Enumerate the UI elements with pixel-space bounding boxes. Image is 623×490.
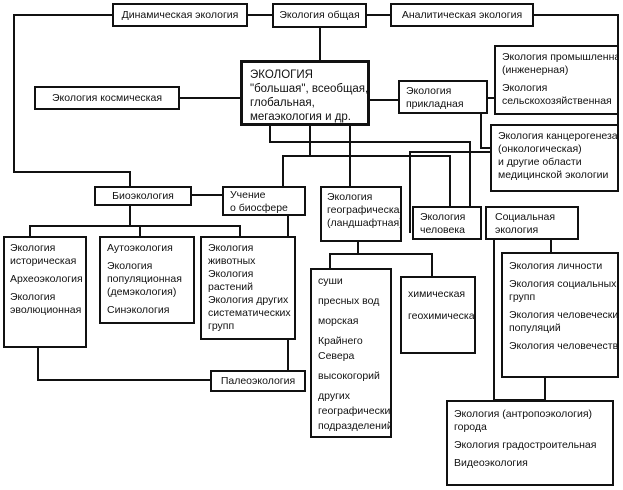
box-bioecology: Биоэкология xyxy=(94,186,192,206)
box-applied-ecology-line-1: Экология xyxy=(406,85,452,97)
land-line-5: Севера xyxy=(318,350,355,362)
land-line-2: пресных вод xyxy=(318,295,380,307)
land-line-7: других xyxy=(318,390,351,402)
land-line-8: географических xyxy=(318,405,392,417)
urban-ecology-line-2: города xyxy=(454,421,487,433)
urban-ecology-line-1: Экология (антропоэкология) xyxy=(454,408,593,420)
land-line-6: высокогорий xyxy=(318,370,380,382)
box-bioecology-label: Биоэкология xyxy=(112,189,174,202)
land-line-9: подразделений xyxy=(318,420,392,432)
chemical-label: химическая xyxy=(408,288,466,300)
urban-planning-ecology-label: Экология градостроительная xyxy=(454,439,597,451)
humanity-ecology-label: Экология человечества xyxy=(509,340,619,352)
personality-ecology-label: Экология личности xyxy=(509,260,603,272)
box-general-ecology: Экология общая xyxy=(272,3,367,28)
human-populations-line-2: популяций xyxy=(509,322,561,334)
box-paleoecology: Палеоэкология xyxy=(210,370,306,392)
cancer-ecology-line-3: и другие области xyxy=(498,156,582,168)
box-social-line-2: экология xyxy=(495,224,539,236)
human-populations-line-1: Экология человеческих xyxy=(509,309,619,321)
social-groups-line-1: Экология социальных xyxy=(509,278,617,290)
cancer-ecology-line-1: Экология канцерогенеза xyxy=(498,130,618,142)
box-general-ecology-label: Экология общая xyxy=(279,9,360,21)
industrial-ecology-line-1: Экология промышленная xyxy=(502,51,619,63)
box-human-ecology: Экология человека xyxy=(412,206,482,240)
synecology-label: Синэкология xyxy=(107,304,170,316)
box-animal-plant-groups: Экология животных Экология растений Экол… xyxy=(200,236,296,340)
box-geographic-line-3: (ландшафтная) xyxy=(327,217,402,229)
evolution-ecology-line-2: эволюционная xyxy=(10,304,82,316)
video-ecology-label: Видеоэкология xyxy=(454,457,528,469)
box-chemical-geochemical: химическая геохимическая xyxy=(400,276,476,354)
box-urban-ecology: Экология (антропоэкология) города Эколог… xyxy=(446,400,614,486)
box-cancer-ecology: Экология канцерогенеза (онкологическая) … xyxy=(490,124,619,192)
box-biosphere-line-2: о биосфере xyxy=(230,202,288,214)
box-main-ecology-line-3: глобальная, xyxy=(250,97,315,109)
box-main-ecology-line-2: "большая", всеобщая, xyxy=(250,83,369,95)
box-human-line-1: Экология xyxy=(420,211,466,223)
agricultural-ecology-line-2: сельскохозяйственная xyxy=(502,95,612,107)
box-social-line-1: Социальная xyxy=(495,211,556,223)
plant-ecology-line-2: растений xyxy=(208,281,253,293)
box-historical-archaeo-evolution: Экология историческая Археоэкология Экол… xyxy=(3,236,87,348)
box-main-ecology-line-1: ЭКОЛОГИЯ xyxy=(250,69,313,81)
social-groups-line-2: групп xyxy=(509,291,536,303)
box-dynamic-ecology: Динамическая экология xyxy=(112,3,248,27)
box-analytic-ecology: Аналитическая экология xyxy=(390,3,534,27)
box-analytic-ecology-label: Аналитическая экология xyxy=(401,8,523,21)
population-ecology-line-1: Экология xyxy=(107,260,153,272)
box-geographic-line-2: географическая xyxy=(327,204,402,216)
land-line-1: суши xyxy=(318,275,343,287)
box-paleoecology-label: Палеоэкология xyxy=(220,374,296,387)
box-industrial-agricultural: Экология промышленная (инженерная) Эколо… xyxy=(494,45,619,115)
box-cosmic-ecology: Экология космическая xyxy=(34,86,180,110)
land-line-4: Крайнего xyxy=(318,335,363,347)
population-ecology-line-3: (демэкология) xyxy=(107,286,177,298)
geochemical-label: геохимическая xyxy=(408,310,476,322)
box-human-line-2: человека xyxy=(420,224,466,236)
box-auto-pop-synecology: Аутоэкология Экология популяционная (дем… xyxy=(99,236,195,324)
cancer-ecology-line-4: медицинской экологии xyxy=(498,169,609,181)
cancer-ecology-line-2: (онкологическая) xyxy=(498,143,582,155)
plant-ecology-line-1: Экология xyxy=(208,268,254,280)
box-geographic-line-1: Экология xyxy=(327,191,373,203)
box-main-ecology-line-4: мегаэкология и др. xyxy=(250,111,352,123)
box-applied-ecology: Экология прикладная xyxy=(398,80,488,114)
box-biosphere-line-1: Учение xyxy=(230,189,266,201)
box-applied-ecology-line-2: прикладная xyxy=(406,98,464,110)
industrial-ecology-line-2: (инженерная) xyxy=(502,64,569,76)
other-groups-line-1: Экология других xyxy=(208,294,289,306)
other-groups-line-3: групп xyxy=(208,320,235,332)
other-groups-line-2: систематических xyxy=(208,307,291,319)
archaeoecology-label: Археоэкология xyxy=(10,273,83,285)
box-biosphere-doctrine: Учение о биосфере xyxy=(222,186,306,216)
evolution-ecology-line-1: Экология xyxy=(10,291,56,303)
population-ecology-line-2: популяционная xyxy=(107,273,182,285)
box-social-groups: Экология личности Экология социальных гр… xyxy=(501,252,619,378)
historical-ecology-line-1: Экология xyxy=(10,242,56,254)
animal-ecology-line-2: животных xyxy=(208,255,256,267)
box-landscape-subdivisions: суши пресных вод морская Крайнего Севера… xyxy=(310,268,392,438)
box-cosmic-ecology-label: Экология космическая xyxy=(51,91,163,104)
box-geographic-ecology: Экология географическая (ландшафтная) xyxy=(320,186,402,242)
historical-ecology-line-2: историческая xyxy=(10,255,77,267)
box-dynamic-ecology-label: Динамическая экология xyxy=(121,8,239,21)
animal-ecology-line-1: Экология xyxy=(208,242,254,254)
box-main-ecology: ЭКОЛОГИЯ "большая", всеобщая, глобальная… xyxy=(240,60,370,126)
autoecology-label: Аутоэкология xyxy=(107,242,173,254)
box-social-ecology: Социальная экология xyxy=(485,206,579,240)
land-line-3: морская xyxy=(318,315,359,327)
agricultural-ecology-line-1: Экология xyxy=(502,82,548,94)
